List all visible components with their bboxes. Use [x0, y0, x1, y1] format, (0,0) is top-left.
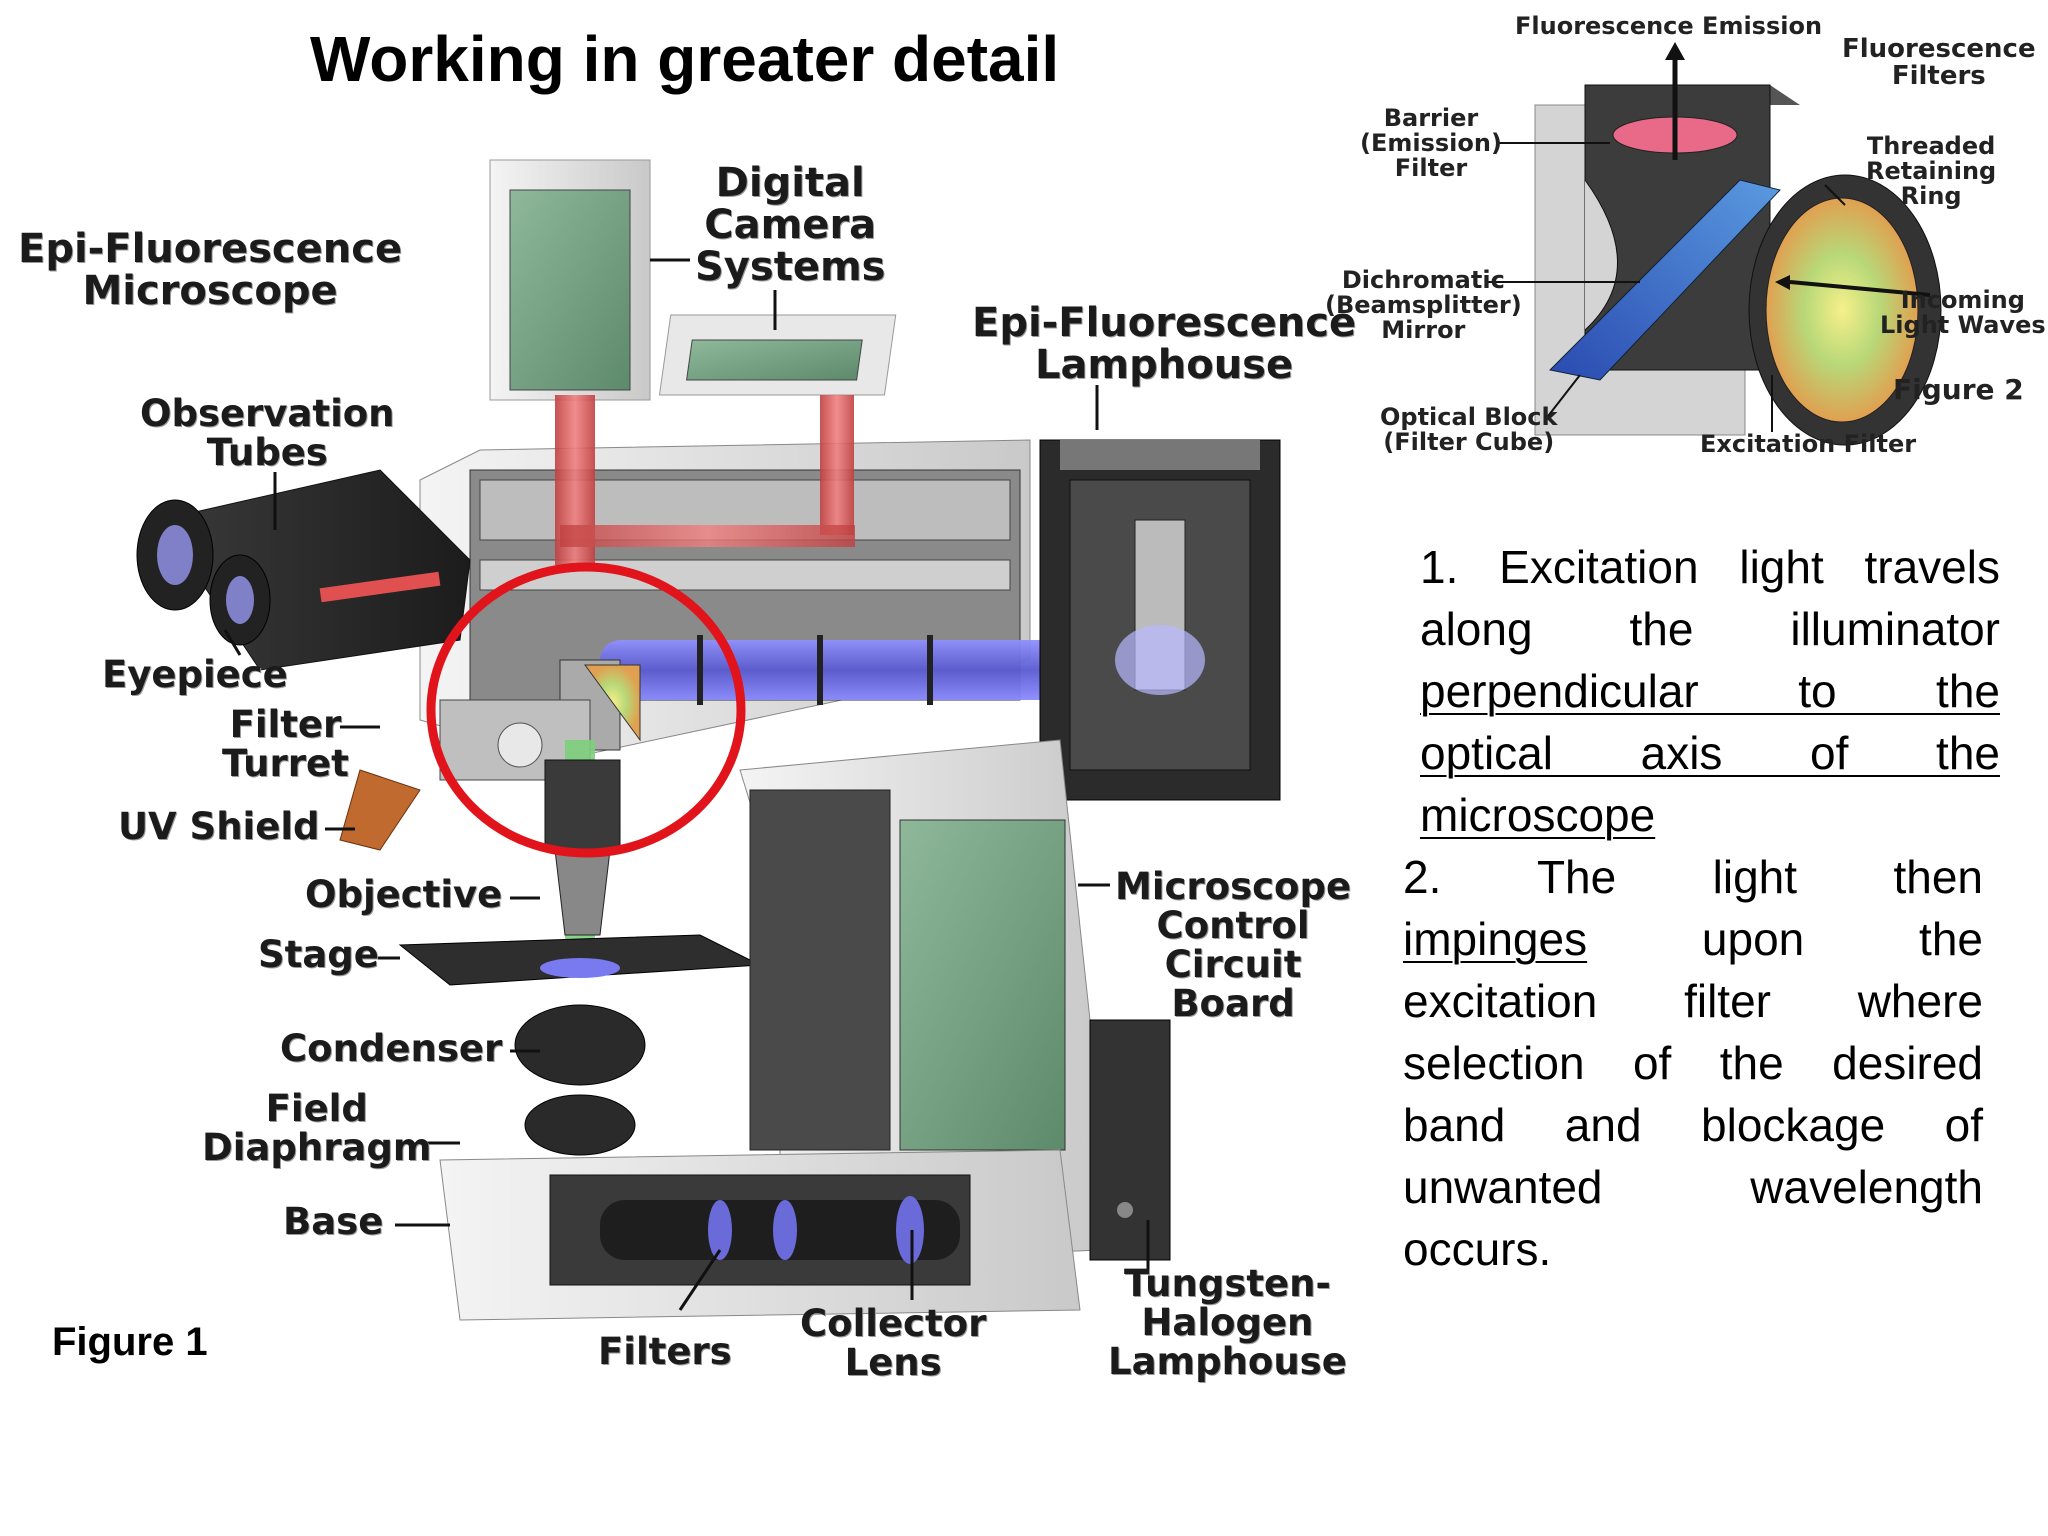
main-label: Epi-Fluorescence Microscope — [18, 228, 402, 312]
label-line: Mirror — [1381, 316, 1466, 345]
label-line: Epi-Fluorescence — [972, 300, 1357, 346]
label-base: Base — [283, 1200, 384, 1243]
label-fluorescence-emission: Fluorescence Emission — [1515, 12, 1823, 40]
underlined-word: impinges — [1403, 913, 1588, 965]
step-2-row: band and blockage of — [1403, 1099, 1983, 1151]
label-line: Ring — [1900, 182, 1962, 211]
filter-cube-diagram — [1534, 42, 1942, 446]
label-lamphouse: Epi-Fluorescence Lamphouse — [972, 302, 1356, 386]
label-threaded-ring: Threaded Retaining Ring — [1866, 132, 1997, 211]
label-line: Filters — [1891, 61, 1986, 92]
label-uv-shield: UV Shield — [118, 805, 320, 848]
label-line: Tubes — [206, 430, 328, 474]
label-line: Turret — [222, 741, 349, 785]
label-line: Optical Block — [1380, 403, 1558, 431]
highlight-circle — [426, 562, 746, 858]
label-excitation-filter: Excitation Filter — [1700, 430, 1917, 458]
step-1-row: microscope — [1420, 789, 1656, 841]
label-optical-block: Optical Block (Filter Cube) — [1380, 403, 1558, 457]
dichromatic-mirror — [1548, 179, 1781, 381]
label-line: Microscope — [1115, 865, 1352, 908]
step-1-row: 1. Excitation light travels — [1420, 541, 2000, 593]
label-line: (Emission) — [1360, 129, 1502, 158]
label-line: Incoming — [1900, 286, 2025, 314]
label-line: Systems — [695, 244, 886, 290]
objective-lens — [554, 849, 611, 936]
label-incoming-light: Incoming Light Waves — [1880, 286, 2046, 340]
label-tungsten: Tungsten- Halogen Lamphouse — [1108, 1262, 1347, 1383]
condenser — [514, 1004, 646, 1086]
label-line: Lens — [844, 1340, 942, 1384]
label-line: Barrier — [1383, 104, 1479, 132]
label-digital-camera: Digital Camera Systems — [695, 162, 885, 288]
label-line: Circuit — [1164, 942, 1302, 986]
tungsten-lamphouse — [1089, 1019, 1171, 1261]
step-1-text: 1. Excitation light travels along the il… — [1420, 536, 2000, 846]
label-line: Observation — [140, 392, 395, 435]
filter-cube — [584, 664, 641, 742]
label-filters: Filters — [598, 1330, 732, 1373]
label-stage: Stage — [258, 933, 379, 976]
label-line: Lamphouse — [1108, 1339, 1347, 1383]
main-label-line-2: Microscope — [82, 268, 338, 314]
step-1-row: along the illuminator — [1420, 603, 2000, 655]
step-2-row: occurs. — [1403, 1223, 1552, 1275]
label-line: Lamphouse — [1034, 342, 1294, 388]
excitation-filter-lens — [1765, 197, 1919, 423]
step-1-row: optical axis of the — [1420, 727, 2000, 779]
step-2-row: excitation filter where — [1403, 975, 1983, 1027]
label-condenser: Condenser — [280, 1027, 503, 1070]
label-barrier-filter: Barrier (Emission) Filter — [1360, 104, 1502, 183]
label-line: Digital — [715, 160, 865, 206]
label-line: Control — [1156, 903, 1310, 947]
label-line: Dichromatic — [1341, 266, 1505, 294]
label-line: Filter — [229, 703, 342, 746]
label-line: (Filter Cube) — [1383, 428, 1555, 457]
label-field-diaphragm: Field Diaphragm — [202, 1087, 432, 1169]
label-line: Board — [1171, 981, 1295, 1025]
main-label-line-1: Epi-Fluorescence — [18, 226, 403, 272]
label-line: Filter — [1394, 154, 1468, 183]
step-2-text: 2. The light then impinges upon the exci… — [1403, 846, 1983, 1280]
step-2-row: impinges upon the — [1403, 913, 1983, 965]
label-line: Collector — [800, 1302, 987, 1345]
label-line: Camera — [704, 202, 877, 248]
step-2-row: selection of the desired — [1403, 1037, 1983, 1089]
step-2-row: 2. The light then — [1403, 851, 1983, 903]
circuit-board — [899, 819, 1066, 1151]
label-filter-turret: Filter Turret — [222, 703, 349, 785]
label-line: (Beamsplitter) — [1325, 291, 1522, 320]
label-collector-lens: Collector Lens — [800, 1302, 987, 1384]
label-fluorescence-filters: Fluorescence Filters — [1842, 34, 2036, 92]
label-line: Light Waves — [1880, 311, 2046, 340]
label-line: Diaphragm — [202, 1125, 432, 1169]
label-line: Tungsten- — [1123, 1262, 1331, 1305]
label-line: Field — [265, 1087, 368, 1130]
label-objective: Objective — [305, 873, 503, 916]
label-dichromatic-mirror: Dichromatic (Beamsplitter) Mirror — [1325, 266, 1522, 345]
label-eyepiece: Eyepiece — [102, 653, 288, 696]
label-line: Halogen — [1141, 1300, 1314, 1344]
label-control-board: Microscope Control Circuit Board — [1115, 865, 1352, 1025]
label-line: Fluorescence — [1842, 34, 2036, 64]
label-line: Retaining — [1866, 157, 1997, 186]
label-line: Threaded — [1866, 132, 1996, 160]
figure-2-caption: Figure 2 — [1893, 373, 2024, 406]
uv-shield — [339, 769, 421, 851]
camera-board — [509, 189, 631, 391]
step-2-row: unwanted wavelength — [1403, 1161, 1983, 1213]
page-title: Working in greater detail — [310, 23, 1060, 95]
step-1-row: perpendicular to the — [1420, 665, 2000, 717]
label-observation-tubes: Observation Tubes — [140, 392, 395, 474]
figure-1-caption: Figure 1 — [52, 1320, 208, 1364]
